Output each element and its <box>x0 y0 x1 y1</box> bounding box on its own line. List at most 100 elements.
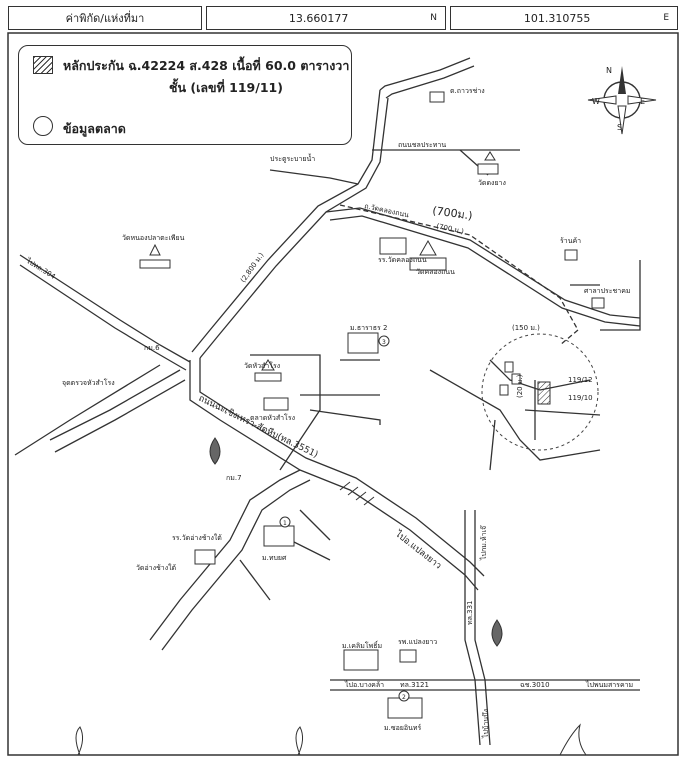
road-southwest-a <box>49 369 181 441</box>
label-to-bang-khla: ไปอ.บางคล้า <box>344 680 384 689</box>
road-304 <box>19 254 191 363</box>
label-village-zone: ม.ซอยอินทร์ <box>384 724 421 732</box>
label-road-chachoengsao: ถนนฉะเชิงเทรา-สัตหีบ(ทล.3551) <box>197 393 320 461</box>
label-pratoo-ban: ประตูระบายน้ำ <box>270 152 315 163</box>
subject-lot <box>537 381 551 405</box>
longitude-value: 101.310755 <box>523 11 591 25</box>
label-market-hua-samrong: ตลาดหัวสำโรง <box>250 413 295 422</box>
compass-s: S <box>617 123 622 132</box>
badge-2-circle <box>398 690 410 702</box>
longitude-cell: 101.310755 E <box>450 6 678 30</box>
latitude-suffix: N <box>430 13 437 23</box>
label-police-box: จุดตรวจหัวสำโรง <box>62 378 115 387</box>
road-chachoengsao-a <box>189 360 479 591</box>
label-lot-119-12: 119/12 <box>568 376 593 384</box>
label-road-3010: ฉช.3010 <box>520 681 550 689</box>
label-road-klong-thanon: ถ.วัดคลองถนน <box>364 202 410 219</box>
label-sala: ศาลาประชาคม <box>584 287 631 295</box>
label-village-khon: ม.เคลิมโพธิ์ม <box>342 640 382 650</box>
road-north-top <box>379 57 471 91</box>
railway-marks <box>339 481 375 506</box>
route-dashed-east <box>339 204 579 346</box>
market-icon <box>263 397 289 411</box>
label-to-ban-bueng: ไปบ้านบึง <box>481 709 490 739</box>
label-handwritten-700: (700ม.) <box>432 204 474 222</box>
pratoo-road <box>269 169 359 185</box>
label-dam-road: ถนนชลประทาน <box>398 141 446 149</box>
road-south-a <box>149 469 301 641</box>
label-wat-dong-yang: วัดดงยาง <box>478 179 506 187</box>
label-dist-700: (700 ม.) <box>436 222 465 236</box>
market-circle-icon <box>33 116 53 136</box>
map-frame <box>7 32 679 756</box>
badge-3-circle <box>378 335 390 347</box>
temple-icon-huasamrong <box>254 359 282 382</box>
label-badge2: 2 <box>402 694 406 701</box>
label-km7: กม.7 <box>226 474 242 482</box>
badge-1-circle <box>279 516 291 528</box>
label-badge1: 1 <box>283 520 287 527</box>
label-route-304: ไปทล.304 <box>24 256 58 282</box>
hospital-icon <box>399 649 417 663</box>
label-badge3: 3 <box>382 339 386 346</box>
label-wat-chang-tai: รร.วัดอ่างช้างใต้ <box>172 533 222 542</box>
petrol-icons <box>209 437 503 647</box>
label-to-phanom: ไปพนมสารคาม <box>585 680 633 689</box>
label-wat-nong-pla: วัดหนองปลาตะเพียน <box>122 234 185 242</box>
road-chachoengsao-b <box>199 358 485 577</box>
school-icon-changtai <box>194 549 216 565</box>
label-road-331: ทล.331 <box>466 601 474 626</box>
compass-e: E <box>640 97 645 106</box>
label-dist-20: (20 ม.) <box>516 374 524 398</box>
label-ban-karn-chang: ต.ถาวรช่าง <box>450 87 485 95</box>
petrol-icon-2 <box>491 619 503 647</box>
latitude-cell: 13.660177 N <box>206 6 446 30</box>
school-icon <box>379 237 407 255</box>
label-wat-hua-samrong: วัดหัวสำโรง <box>244 361 280 370</box>
coord-label-cell: ค่าพิกัด/แห่งที่มา <box>8 6 202 30</box>
label-dist-150: (150 ม.) <box>512 324 540 332</box>
house-marker <box>504 361 514 373</box>
temple-icon-nongpla <box>139 243 171 269</box>
label-wat-chang-tai2: วัดอ่างช้างใต้ <box>136 563 177 572</box>
label-lot-119-10: 119/10 <box>568 394 593 402</box>
temple-icon-dongyang <box>477 151 499 175</box>
village-icon-2 <box>347 332 379 354</box>
legend-box: หลักประกัน ฉ.42224 ส.428 เนื้อที่ 60.0 ต… <box>18 45 352 145</box>
compass-n: N <box>606 66 612 75</box>
building-icon <box>429 91 445 103</box>
petrol-icon-1 <box>209 437 221 465</box>
market-zone-circle <box>481 333 599 451</box>
label-km6: กม.6 <box>144 344 160 352</box>
label-temple-klong: วัดคลองถนน <box>416 268 455 276</box>
shop-icon <box>564 249 578 261</box>
label-village2: ม.ธาราธร 2 <box>350 324 387 332</box>
village-icon-1 <box>263 525 295 547</box>
main-road-a <box>191 89 381 353</box>
village-icon-khon <box>343 649 379 671</box>
coord-label: ค่าพิกัด/แห่งที่มา <box>65 12 145 25</box>
label-shop: ร้านค้า <box>560 237 581 245</box>
label-dist-2800: (2,800 ม.) <box>239 251 266 284</box>
klong-thanon-road <box>325 207 641 319</box>
temple-icon-klongthanon <box>409 239 447 271</box>
collateral-hatch-icon <box>33 56 53 74</box>
label-to-km: ไปกม.ห้าเจ๊ <box>479 525 488 561</box>
market-data-label: ข้อมูลตลาด <box>63 121 126 136</box>
sala-icon <box>591 297 605 309</box>
label-school: รร.วัดคลองถนน <box>378 256 427 264</box>
collateral-line1: หลักประกัน ฉ.42224 ส.428 เนื้อที่ 60.0 ต… <box>63 58 350 73</box>
latitude-value: 13.660177 <box>288 11 349 25</box>
road-331 <box>464 510 481 746</box>
label-route-paet-rio: ไปอ.แปลงยาว <box>392 528 443 571</box>
longitude-suffix: E <box>663 13 669 23</box>
compass-rose <box>587 66 657 135</box>
label-road-3121: ทล.3121 <box>400 681 429 689</box>
collateral-line2: ชั้น (เลขที่ 119/11) <box>169 80 283 95</box>
label-rp-hospital: รพ.แปลงยาว <box>398 638 437 646</box>
signature-stroke <box>75 726 84 756</box>
label-village1: ม.ทบยศ <box>262 554 287 562</box>
compass-w: W <box>592 97 600 106</box>
